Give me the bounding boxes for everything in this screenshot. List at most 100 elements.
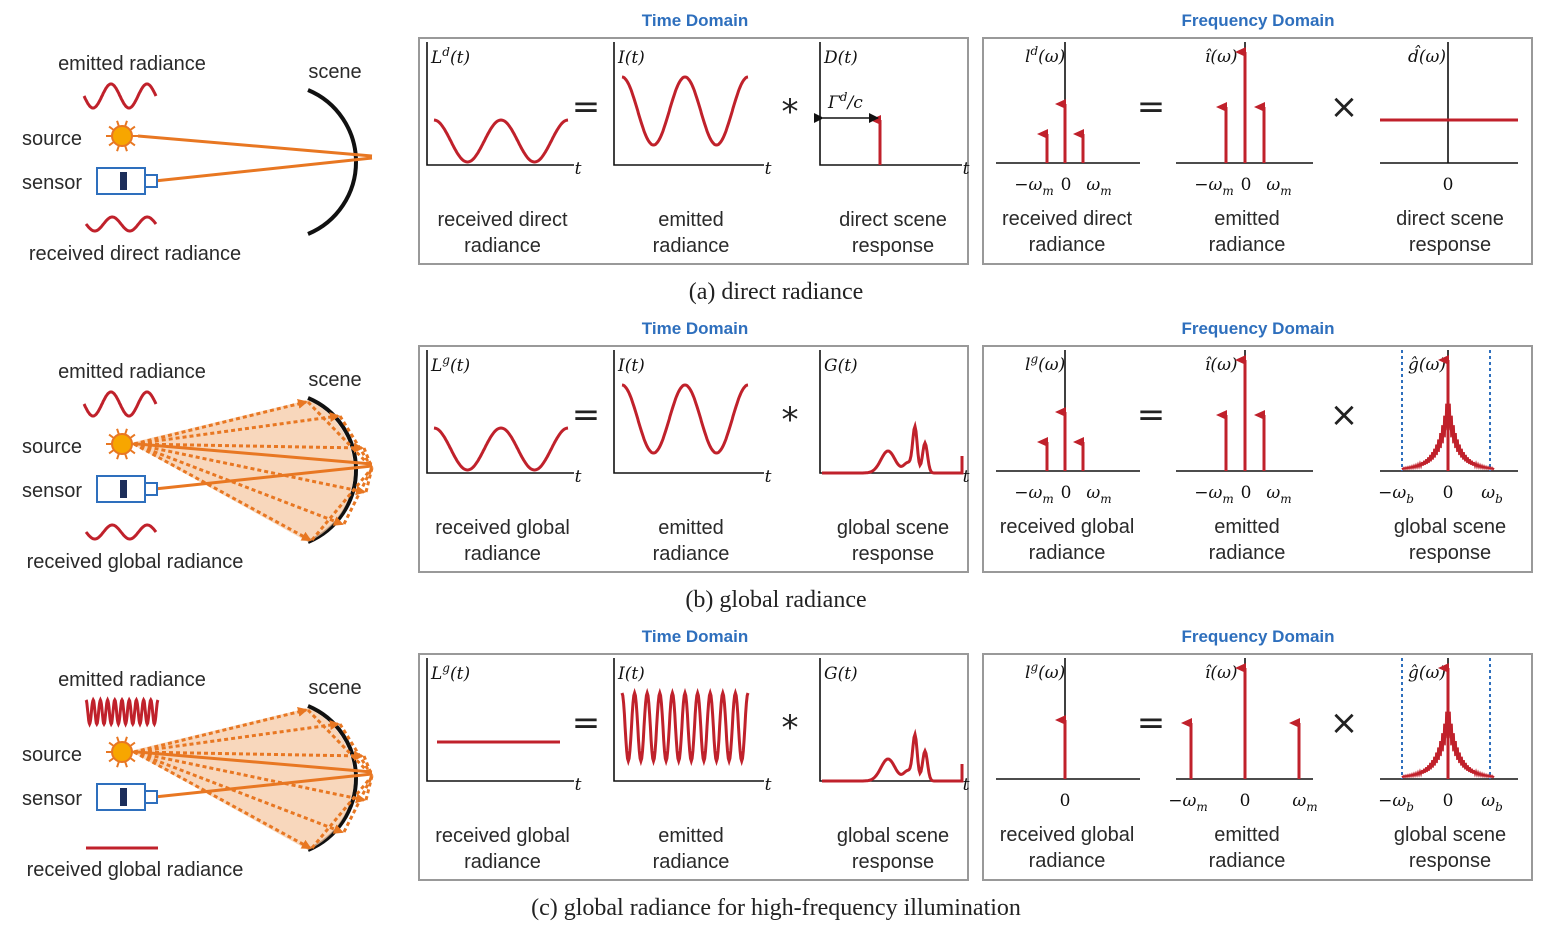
interreflection-ray-5 xyxy=(310,775,374,849)
tick-label-1: 0 xyxy=(1241,483,1252,503)
received-radiance-label: received direct radiance xyxy=(29,243,241,265)
caption-line-2: response xyxy=(1409,850,1491,872)
caption-line-2: radiance xyxy=(464,235,541,257)
tick-label-1: 0 xyxy=(1443,483,1454,503)
equals-sign: = xyxy=(572,703,601,743)
tick-label-2: ωb​ xyxy=(1481,791,1503,814)
emitted-radiance-label: emitted radiance xyxy=(58,669,206,691)
caption-line-2: radiance xyxy=(464,543,541,565)
global-response-curve xyxy=(822,728,964,783)
interreflection-ray-5 xyxy=(310,467,374,541)
interreflection-ray-4 xyxy=(342,775,374,833)
sensor-icon xyxy=(96,783,158,811)
frequency-domain-box xyxy=(982,653,1533,881)
scattered-ray-1 xyxy=(133,412,340,446)
emitted-signal xyxy=(621,75,749,147)
caption-line-2: radiance xyxy=(1029,850,1106,872)
tick-label-0: 0 xyxy=(1443,175,1454,195)
tick-label-1: 0 xyxy=(1443,791,1454,811)
time-axis-label: t xyxy=(963,159,970,179)
tick-label-0: −ωm​ xyxy=(1014,175,1054,198)
time-axis-label: t xyxy=(765,159,772,179)
scattered-ray-0 xyxy=(133,399,308,446)
caption-line-2: response xyxy=(852,543,934,565)
tick-label-2: ωm​ xyxy=(1266,175,1291,198)
frequency-domain-box xyxy=(982,37,1533,265)
sun-ray xyxy=(116,120,120,127)
source-label: source xyxy=(22,436,82,458)
caption-line-2: radiance xyxy=(1209,234,1286,256)
sensor-aperture xyxy=(144,790,158,804)
interreflection-ray-0 xyxy=(306,400,374,470)
scattered-ray-5 xyxy=(133,750,312,850)
scene-label: scene xyxy=(308,677,361,699)
caption-line-1: global scene xyxy=(1394,516,1506,538)
sun-icon xyxy=(106,736,138,768)
caption-line-1: global scene xyxy=(1394,824,1506,846)
caption-line-2: response xyxy=(1409,542,1491,564)
equals-sign: = xyxy=(1137,703,1166,743)
caption-line-2: radiance xyxy=(1029,542,1106,564)
received-radiance-label: received global radiance xyxy=(27,551,244,573)
sensor-label: sensor xyxy=(22,788,82,810)
sensor-icon xyxy=(96,167,158,195)
return-ray xyxy=(143,464,373,495)
sun-icon xyxy=(106,120,138,152)
time-axis-label: t xyxy=(765,775,772,795)
equals-sign: = xyxy=(1137,87,1166,127)
sensor-icon xyxy=(96,475,158,503)
interreflection-ray-1 xyxy=(338,415,374,469)
scattered-ray-5 xyxy=(133,442,312,542)
subfigure-caption: (a) direct radiance xyxy=(689,279,864,305)
spectrum-symbol: î(ω) xyxy=(1205,47,1238,67)
scattered-ray-1 xyxy=(133,720,340,754)
sun-core xyxy=(111,741,133,763)
tick-label-2: ωb​ xyxy=(1481,483,1503,506)
interreflection-ray-4 xyxy=(342,467,374,525)
caption-line-1: received direct xyxy=(1002,208,1133,230)
caption-line-2: radiance xyxy=(1209,850,1286,872)
equals-sign: = xyxy=(572,87,601,127)
delay-label: Γd​/c xyxy=(827,90,863,113)
equals-sign: = xyxy=(1137,395,1166,435)
emitted-signal xyxy=(621,383,749,455)
axes xyxy=(613,350,764,474)
time-domain-box xyxy=(418,345,969,573)
tick-label-0: −ωm​ xyxy=(1194,175,1234,198)
time-domain-header: Time Domain xyxy=(642,627,748,646)
sensor-lens xyxy=(120,480,127,498)
spectrum-symbol: lg​(ω) xyxy=(1025,660,1065,683)
tick-label-2: ωm​ xyxy=(1086,483,1111,506)
scattered-ray-2 xyxy=(133,750,364,761)
convolution-sign: * xyxy=(782,400,799,440)
scattered-ray-0 xyxy=(133,707,308,754)
source-label: source xyxy=(22,744,82,766)
sun-core xyxy=(111,125,133,147)
scene-label: scene xyxy=(308,61,361,83)
time-domain-box xyxy=(418,653,969,881)
interreflection-ray-1 xyxy=(338,723,374,777)
spectrum-symbol: î(ω) xyxy=(1205,663,1238,683)
axes xyxy=(426,658,574,782)
scene-surface xyxy=(307,88,358,236)
caption-line-1: received global xyxy=(435,517,570,539)
caption-line-2: response xyxy=(1409,234,1491,256)
time-axis-label: t xyxy=(575,467,582,487)
axes xyxy=(426,350,574,474)
